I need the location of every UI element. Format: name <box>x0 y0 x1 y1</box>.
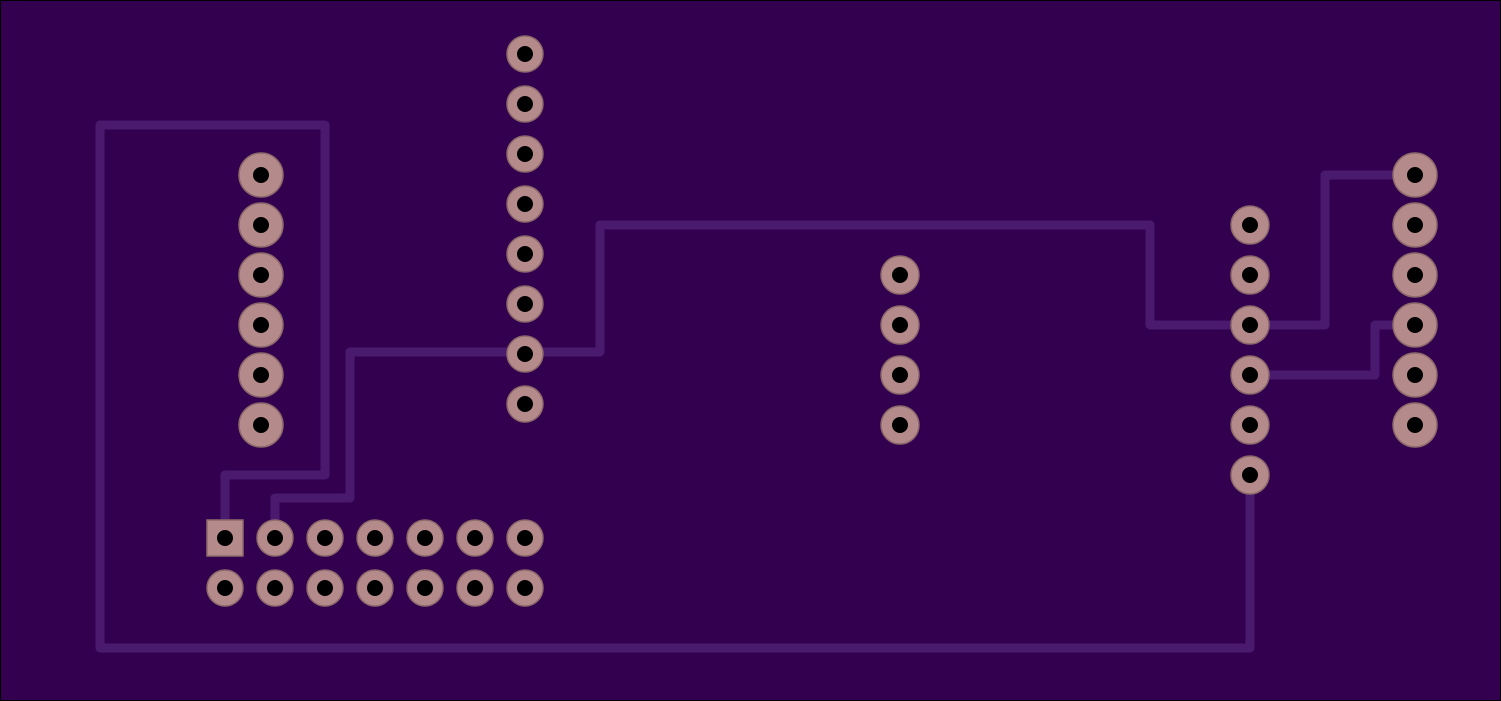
pad-drill-hole <box>517 246 533 262</box>
bottom-header-pad-5 <box>406 519 444 557</box>
pad-drill-hole <box>517 346 533 362</box>
pad-drill-hole <box>517 296 533 312</box>
left-header-pad-2 <box>238 202 284 248</box>
pad-drill-hole <box>517 196 533 212</box>
pad-drill-hole <box>517 96 533 112</box>
pad-drill-hole <box>417 530 433 546</box>
pad-drill-hole <box>517 530 533 546</box>
right-header-pad-5 <box>1230 405 1270 445</box>
pad-drill-hole <box>1242 317 1258 333</box>
pad-drill-hole <box>1407 217 1423 233</box>
right-header-pad-3 <box>1230 305 1270 345</box>
pad-drill-hole <box>892 267 908 283</box>
pad-drill-hole <box>892 367 908 383</box>
bottom-header-pad-3 <box>306 519 344 557</box>
center-header-pad-4 <box>880 405 920 445</box>
bottom-header-pad-6 <box>456 519 494 557</box>
pad-drill-hole <box>1407 417 1423 433</box>
pad-drill-hole <box>1242 367 1258 383</box>
bottom-header-pad-2 <box>256 519 294 557</box>
center-header-pad-2 <box>880 305 920 345</box>
right-header-pad-6 <box>1230 455 1270 495</box>
pad-drill-hole <box>1407 317 1423 333</box>
right-header-pad-2 <box>1230 255 1270 295</box>
pad-drill-hole <box>1242 417 1258 433</box>
pad-drill-hole <box>1407 167 1423 183</box>
trace-4 <box>1245 170 1420 330</box>
center-left-header-pad-2 <box>506 85 544 123</box>
left-header-pad-3 <box>238 252 284 298</box>
pad-drill-hole <box>517 396 533 412</box>
pad-drill-hole <box>1242 267 1258 283</box>
trace-2 <box>270 347 530 525</box>
center-header-pad-3 <box>880 355 920 395</box>
pad-drill-hole <box>367 580 383 596</box>
pad-drill-hole <box>467 530 483 546</box>
pad-drill-hole <box>1242 467 1258 483</box>
trace-3 <box>520 220 1255 357</box>
bottom-header-pad-7 <box>506 519 544 557</box>
pad-drill-hole <box>217 530 233 546</box>
pad-drill-hole <box>517 146 533 162</box>
bottom-header-pad-14 <box>506 569 544 607</box>
left-header-pad-4 <box>238 302 284 348</box>
center-left-header-pad-7 <box>506 335 544 373</box>
pad-drill-hole <box>367 530 383 546</box>
pad-drill-hole <box>417 580 433 596</box>
pad-drill-hole <box>253 167 269 183</box>
center-left-header-pad-8 <box>506 385 544 423</box>
pad-drill-hole <box>217 580 233 596</box>
left-header-pad-5 <box>238 352 284 398</box>
pad-drill-hole <box>892 417 908 433</box>
pad-drill-hole <box>253 417 269 433</box>
pad-drill-hole <box>317 530 333 546</box>
pad-drill-hole <box>892 317 908 333</box>
center-left-header-pad-1 <box>506 35 544 73</box>
center-left-header-pad-6 <box>506 285 544 323</box>
bottom-header-pad-1 <box>206 519 244 557</box>
far-right-header-pad-1 <box>1392 152 1438 198</box>
bottom-header-pad-9 <box>256 569 294 607</box>
left-header-pad-6 <box>238 402 284 448</box>
far-right-header-pad-2 <box>1392 202 1438 248</box>
pad-drill-hole <box>1242 217 1258 233</box>
pad-drill-hole <box>253 317 269 333</box>
pad-drill-hole <box>517 580 533 596</box>
pad-drill-hole <box>467 580 483 596</box>
far-right-header-pad-5 <box>1392 352 1438 398</box>
traces-layer <box>95 120 1420 653</box>
bottom-header-pad-11 <box>356 569 394 607</box>
pad-drill-hole <box>267 530 283 546</box>
pad-drill-hole <box>1407 367 1423 383</box>
left-header-pad-1 <box>238 152 284 198</box>
pad-drill-hole <box>253 217 269 233</box>
center-left-header-pad-4 <box>506 185 544 223</box>
far-right-header-pad-4 <box>1392 302 1438 348</box>
center-header-pad-1 <box>880 255 920 295</box>
center-left-header-pad-5 <box>506 235 544 273</box>
bottom-header-pad-10 <box>306 569 344 607</box>
far-right-header-pad-3 <box>1392 252 1438 298</box>
trace-1 <box>95 120 1255 653</box>
pad-drill-hole <box>253 367 269 383</box>
center-left-header-pad-3 <box>506 135 544 173</box>
far-right-header-pad-6 <box>1392 402 1438 448</box>
pads-layer <box>206 35 1438 607</box>
pad-drill-hole <box>267 580 283 596</box>
right-header-pad-1 <box>1230 205 1270 245</box>
bottom-header-pad-12 <box>406 569 444 607</box>
pad-drill-hole <box>517 46 533 62</box>
bottom-header-pad-13 <box>456 569 494 607</box>
right-header-pad-4 <box>1230 355 1270 395</box>
pad-drill-hole <box>1407 267 1423 283</box>
pad-drill-hole <box>253 267 269 283</box>
bottom-header-pad-8 <box>206 569 244 607</box>
pad-drill-hole <box>317 580 333 596</box>
bottom-header-pad-4 <box>356 519 394 557</box>
